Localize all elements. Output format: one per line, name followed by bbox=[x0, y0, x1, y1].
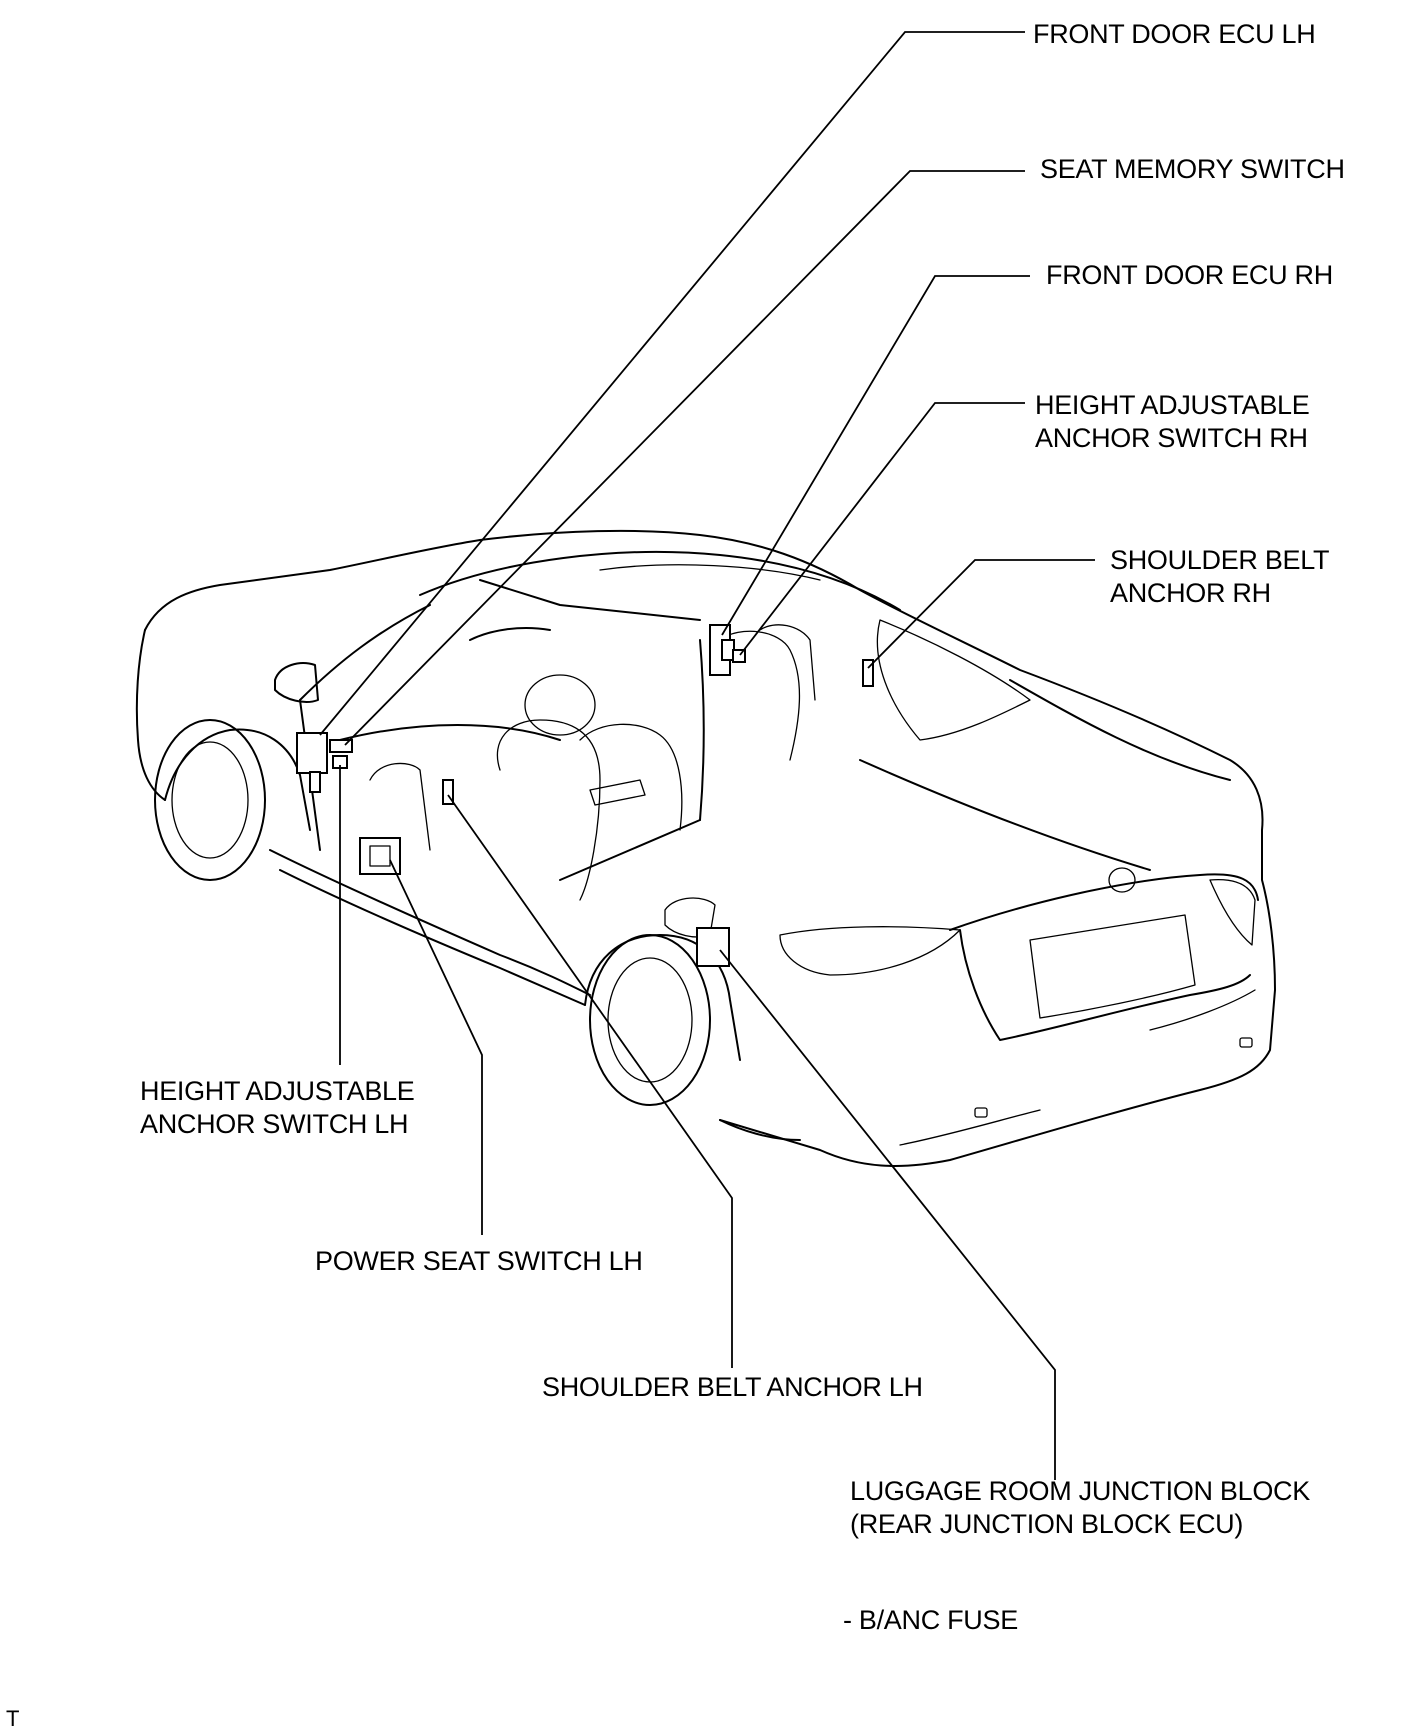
luggage-room-junction-block-component bbox=[696, 927, 730, 967]
leader-seat-memory-switch bbox=[344, 170, 1025, 746]
shoulder-belt-anchor-lh-component bbox=[442, 779, 454, 805]
label-height-adjustable-anchor-switch-lh: HEIGHT ADJUSTABLE ANCHOR SWITCH LH bbox=[140, 1076, 415, 1139]
leader-power-seat-switch-lh bbox=[389, 859, 483, 1235]
leader-luggage-room-junction-block bbox=[719, 949, 1056, 1480]
label-height-adjustable-anchor-switch-rh: HEIGHT ADJUSTABLE ANCHOR SWITCH RH bbox=[1035, 390, 1310, 453]
leader-shoulder-belt-anchor-lh bbox=[447, 794, 733, 1368]
shoulder-belt-anchor-rh-component bbox=[862, 659, 874, 687]
label-power-seat-switch-lh: POWER SEAT SWITCH LH bbox=[315, 1246, 643, 1276]
leader-shoulder-belt-anchor-rh bbox=[867, 559, 1095, 669]
label-fuse-note: - B/ANC FUSE bbox=[843, 1605, 1018, 1635]
label-seat-memory-switch: SEAT MEMORY SWITCH bbox=[1040, 154, 1345, 184]
corner-mark: T bbox=[6, 1706, 20, 1731]
label-front-door-ecu-rh: FRONT DOOR ECU RH bbox=[1046, 260, 1333, 290]
label-shoulder-belt-anchor-lh: SHOULDER BELT ANCHOR LH bbox=[542, 1372, 923, 1402]
front-door-ecu-lh-component bbox=[296, 732, 328, 793]
front-door-ecu-rh-component bbox=[709, 624, 735, 676]
leader-height-adjustable-anchor-switch-rh bbox=[739, 402, 1025, 656]
leader-lines bbox=[319, 31, 1095, 1480]
label-shoulder-belt-anchor-rh: SHOULDER BELT ANCHOR RH bbox=[1110, 545, 1330, 608]
label-luggage-room-junction-block: LUGGAGE ROOM JUNCTION BLOCK (REAR JUNCTI… bbox=[850, 1476, 1310, 1539]
car-body-outline bbox=[135, 529, 1276, 1167]
leader-front-door-ecu-lh bbox=[319, 31, 1025, 736]
leader-front-door-ecu-rh bbox=[721, 275, 1030, 636]
label-front-door-ecu-lh: FRONT DOOR ECU LH bbox=[1033, 19, 1316, 49]
